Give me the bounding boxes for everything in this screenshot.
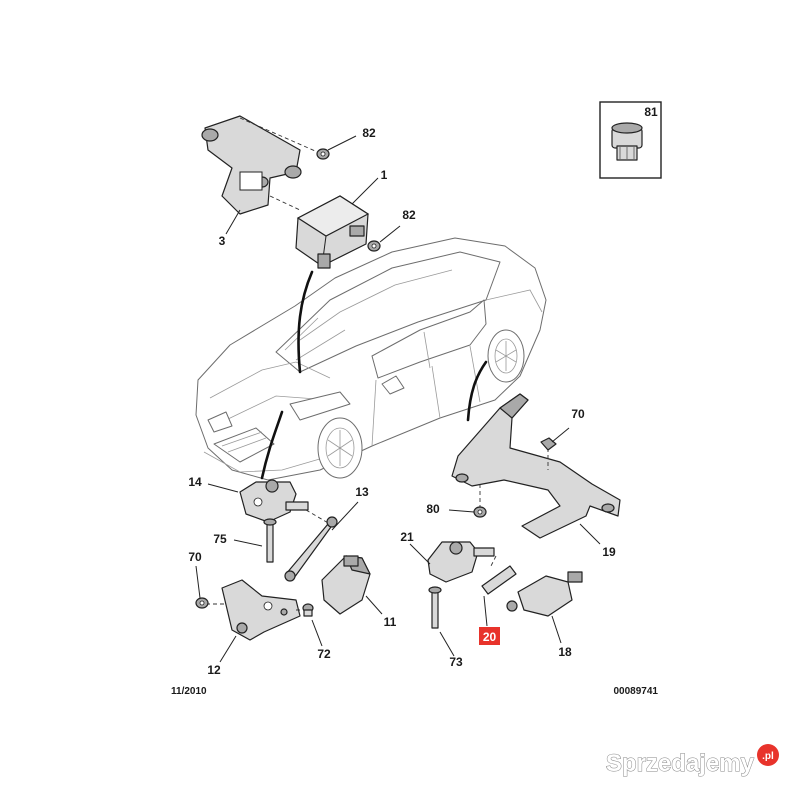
callout-14: 14 (188, 475, 202, 489)
footer-reference: 00089741 (614, 686, 659, 697)
front-sensor-14 (239, 479, 309, 523)
bolt-73 (428, 586, 442, 629)
callout-1: 1 (381, 168, 388, 182)
callout-18: 18 (558, 645, 572, 659)
front-actuator-11 (321, 555, 371, 615)
wire-module-to-car (297, 270, 314, 374)
rear-wheel (487, 329, 525, 383)
leader-lines (195, 135, 601, 663)
front-bracket-12 (206, 579, 306, 641)
nut-70-rear (540, 437, 557, 451)
callout-labels: 82 1 82 3 70 14 13 80 75 21 19 70 11 20 … (188, 126, 616, 677)
nut-80 (473, 506, 487, 518)
car-body-illustration (195, 237, 547, 481)
watermark-badge-text: .pl (762, 751, 774, 762)
callout-3: 3 (219, 234, 226, 248)
callout-70-rear: 70 (571, 407, 585, 421)
front-wheel (317, 417, 363, 479)
nut-70-front (195, 597, 209, 609)
rear-sensor-21 (427, 541, 495, 583)
bolt-75 (263, 518, 277, 563)
callout-20-highlight-box (479, 627, 500, 645)
callout-11: 11 (384, 615, 397, 629)
callout-73: 73 (449, 655, 463, 669)
callout-20: 20 (483, 630, 497, 644)
rear-bracket-19 (451, 393, 621, 539)
callout-80: 80 (426, 502, 440, 516)
sensor-module-1 (295, 195, 370, 269)
link-rod-13 (284, 509, 338, 582)
callout-13: 13 (355, 485, 369, 499)
callout-75: 75 (213, 532, 227, 546)
watermark: Sprzedajemy .pl (605, 744, 779, 778)
callout-82-top: 82 (362, 126, 376, 140)
callout-70-front: 70 (188, 550, 202, 564)
watermark-badge (757, 744, 779, 766)
callout-72: 72 (317, 647, 331, 661)
callout-12: 12 (207, 663, 221, 677)
footer-date: 11/2010 (171, 686, 207, 697)
callout-20-highlighted: 20 (479, 627, 500, 645)
rivet-nut-81-illustration (611, 122, 643, 161)
nut-82-side (367, 240, 381, 252)
inset-box-81: 81 (599, 101, 662, 179)
wire-car-to-rear-bracket (466, 360, 488, 422)
watermark-text: Sprzedajemy (606, 750, 755, 777)
callout-21: 21 (400, 530, 414, 544)
link-rod-20 (481, 555, 517, 595)
callout-82-side: 82 (402, 208, 416, 222)
rear-actuator-18 (506, 571, 583, 617)
callout-81: 81 (644, 105, 658, 119)
nut-82-top (316, 148, 330, 160)
callout-19: 19 (602, 545, 616, 559)
wire-car-to-front-sensor (260, 410, 284, 480)
upper-bracket-3 (201, 115, 323, 215)
bolt-72 (302, 603, 314, 617)
